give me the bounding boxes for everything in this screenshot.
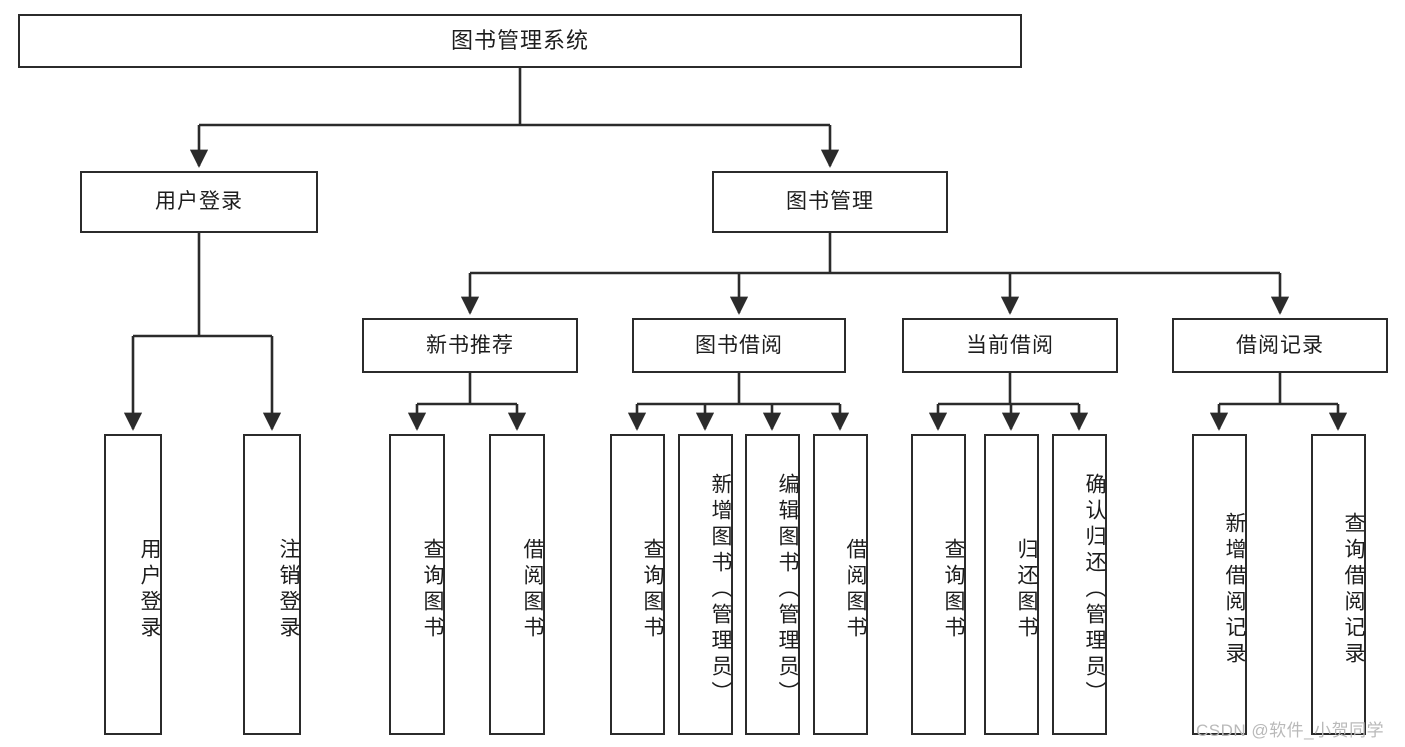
leaf-edit-book-admin-label: 编辑图书（管理员）	[776, 472, 799, 707]
leaf-logout-label: 注销登录	[277, 537, 300, 642]
node-root-system[interactable]: 图书管理系统	[18, 14, 1022, 68]
leaf-logout[interactable]: 注销登录	[243, 434, 301, 735]
leaf-query-book-borrow[interactable]: 查询图书	[610, 434, 665, 735]
node-new-book-recommend-label: 新书推荐	[426, 333, 514, 357]
leaf-borrow-book-borrow-label: 借阅图书	[844, 537, 867, 642]
leaf-query-book-recommend-label: 查询图书	[421, 537, 444, 642]
node-user-login-label: 用户登录	[155, 190, 243, 214]
leaf-user-login-label: 用户登录	[138, 537, 161, 642]
node-book-borrow[interactable]: 图书借阅	[632, 318, 846, 373]
csdn-watermark: CSDN @软件_小贺同学	[1196, 721, 1385, 740]
node-current-borrow-label: 当前借阅	[966, 333, 1054, 357]
node-new-book-recommend[interactable]: 新书推荐	[362, 318, 578, 373]
leaf-query-borrow-record-label: 查询借阅记录	[1342, 511, 1365, 668]
leaf-edit-book-admin[interactable]: 编辑图书（管理员）	[745, 434, 800, 735]
leaf-return-book[interactable]: 归还图书	[984, 434, 1039, 735]
leaf-borrow-book-borrow[interactable]: 借阅图书	[813, 434, 868, 735]
leaf-query-book-current[interactable]: 查询图书	[911, 434, 966, 735]
leaf-return-book-label: 归还图书	[1015, 537, 1038, 642]
node-book-manage-label: 图书管理	[786, 190, 874, 214]
leaf-add-book-admin-label: 新增图书（管理员）	[709, 472, 732, 707]
leaf-add-book-admin[interactable]: 新增图书（管理员）	[678, 434, 733, 735]
leaf-query-borrow-record[interactable]: 查询借阅记录	[1311, 434, 1366, 735]
leaf-add-borrow-record-label: 新增借阅记录	[1223, 511, 1246, 668]
leaf-add-borrow-record[interactable]: 新增借阅记录	[1192, 434, 1247, 735]
node-current-borrow[interactable]: 当前借阅	[902, 318, 1118, 373]
node-borrow-record-label: 借阅记录	[1236, 333, 1324, 357]
node-borrow-record[interactable]: 借阅记录	[1172, 318, 1388, 373]
node-book-manage[interactable]: 图书管理	[712, 171, 948, 233]
leaf-borrow-book-recommend[interactable]: 借阅图书	[489, 434, 545, 735]
leaf-user-login[interactable]: 用户登录	[104, 434, 162, 735]
leaf-confirm-return-admin-label: 确认归还（管理员）	[1083, 472, 1106, 707]
node-root-system-label: 图书管理系统	[450, 27, 589, 53]
node-book-borrow-label: 图书借阅	[695, 333, 783, 357]
leaf-confirm-return-admin[interactable]: 确认归还（管理员）	[1052, 434, 1107, 735]
leaf-query-book-recommend[interactable]: 查询图书	[389, 434, 445, 735]
leaf-borrow-book-recommend-label: 借阅图书	[521, 537, 544, 642]
leaf-query-book-current-label: 查询图书	[942, 537, 965, 642]
node-user-login[interactable]: 用户登录	[80, 171, 318, 233]
leaf-query-book-borrow-label: 查询图书	[641, 537, 664, 642]
